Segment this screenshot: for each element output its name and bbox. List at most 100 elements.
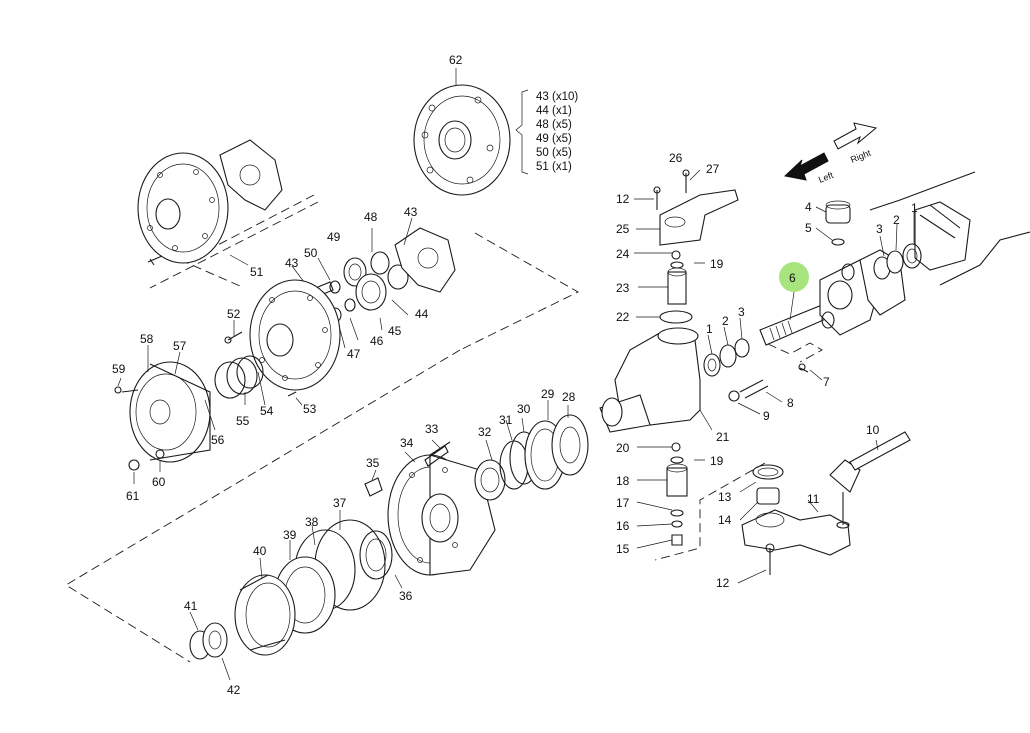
callout-12-lower: 12 bbox=[716, 576, 730, 590]
callout-37: 37 bbox=[333, 496, 347, 510]
callout-11: 11 bbox=[807, 492, 820, 506]
callout-32: 32 bbox=[478, 425, 492, 439]
parts-15-20-kingpin-lower bbox=[636, 442, 705, 549]
parts-28-32-bearings-rings bbox=[474, 400, 589, 501]
callout-61: 61 bbox=[126, 489, 140, 503]
callout-35: 35 bbox=[366, 456, 380, 470]
kit-line-2: 44 (x1) bbox=[536, 105, 572, 117]
callout-53: 53 bbox=[303, 402, 317, 416]
parts-7-9-bolts bbox=[728, 342, 823, 415]
callout-labels: 1 2 3 1 2 3 4 5 6 7 8 9 10 11 12 12 13 1… bbox=[112, 151, 918, 697]
callout-13: 13 bbox=[718, 490, 732, 504]
parts-52-55-seals bbox=[214, 320, 303, 406]
arrow-right-icon bbox=[833, 122, 878, 150]
callout-9: 9 bbox=[763, 409, 770, 423]
callout-16: 16 bbox=[616, 519, 630, 533]
parts-36-40-planet-ring bbox=[234, 510, 403, 656]
callout-17: 17 bbox=[616, 496, 630, 510]
callout-52: 52 bbox=[227, 307, 241, 321]
parts-1-3-seals-left bbox=[703, 317, 750, 377]
callout-21: 21 bbox=[716, 430, 730, 444]
callout-3: 3 bbox=[876, 222, 883, 236]
callout-62: 62 bbox=[449, 53, 463, 67]
callout-25: 25 bbox=[616, 222, 630, 236]
kit-line-4: 49 (x5) bbox=[536, 133, 572, 145]
callout-46: 46 bbox=[370, 334, 384, 348]
callout-50: 50 bbox=[304, 246, 318, 260]
callout-28: 28 bbox=[562, 390, 576, 404]
highlight-leader bbox=[789, 291, 795, 321]
callout-49: 49 bbox=[327, 230, 341, 244]
callout-7: 7 bbox=[823, 375, 830, 389]
part-21-steering-knuckle bbox=[599, 327, 713, 433]
callout-30: 30 bbox=[517, 402, 531, 416]
callout-12-upper: 12 bbox=[616, 192, 630, 206]
callout-6: 6 bbox=[789, 271, 796, 285]
arrow-left-icon bbox=[783, 152, 829, 181]
part-58-cover-plate bbox=[114, 345, 216, 484]
callout-3b: 3 bbox=[738, 305, 745, 319]
part-hub-carrier-middle bbox=[249, 279, 341, 391]
callout-4: 4 bbox=[805, 200, 812, 214]
callout-43-upper: 43 bbox=[404, 205, 418, 219]
callout-23: 23 bbox=[616, 281, 630, 295]
callout-42: 42 bbox=[227, 683, 241, 697]
callout-55: 55 bbox=[236, 414, 250, 428]
callout-24: 24 bbox=[616, 247, 630, 261]
kit-bracket bbox=[515, 89, 529, 175]
callout-48: 48 bbox=[364, 210, 378, 224]
callout-60: 60 bbox=[152, 475, 166, 489]
callout-54: 54 bbox=[260, 404, 274, 418]
callout-26: 26 bbox=[669, 151, 683, 165]
callout-19-upper: 19 bbox=[710, 257, 724, 271]
callout-18: 18 bbox=[616, 474, 630, 488]
callout-38: 38 bbox=[305, 515, 319, 529]
callout-51: 51 bbox=[250, 265, 264, 279]
part-34-wheel-hub bbox=[364, 439, 496, 576]
callout-10: 10 bbox=[866, 423, 880, 437]
kit-line-5: 50 (x5) bbox=[536, 147, 572, 159]
callout-14: 14 bbox=[718, 513, 732, 527]
parts-41-42-nut-washer bbox=[189, 611, 231, 681]
callout-44: 44 bbox=[415, 307, 429, 321]
callout-43-lower: 43 bbox=[285, 256, 299, 270]
callout-1: 1 bbox=[911, 201, 918, 215]
kit-list: 62 43 (x10) 44 (x1) 48 (x5) 49 (x5) 50 (… bbox=[449, 53, 578, 173]
part-62-planet-carrier bbox=[413, 68, 511, 196]
callout-34: 34 bbox=[400, 436, 414, 450]
callout-2b: 2 bbox=[722, 314, 729, 328]
callout-31: 31 bbox=[499, 413, 513, 427]
kit-line-1: 43 (x10) bbox=[536, 91, 578, 103]
left-label: Left bbox=[817, 170, 835, 185]
right-label: Right bbox=[849, 148, 873, 165]
part-51-hub-flange-assembly bbox=[137, 139, 283, 266]
parts-1-3-seals-right bbox=[873, 212, 922, 280]
callout-58: 58 bbox=[140, 332, 154, 346]
callout-33: 33 bbox=[425, 422, 439, 436]
callout-29: 29 bbox=[541, 387, 555, 401]
callout-45: 45 bbox=[388, 324, 402, 338]
callout-20: 20 bbox=[616, 441, 630, 455]
callout-36: 36 bbox=[399, 589, 413, 603]
callout-56: 56 bbox=[211, 433, 225, 447]
callout-59: 59 bbox=[112, 362, 126, 376]
callout-57: 57 bbox=[173, 339, 187, 353]
callout-41: 41 bbox=[184, 599, 198, 613]
callout-19-lower: 19 bbox=[710, 454, 724, 468]
callout-39: 39 bbox=[283, 528, 297, 542]
parts-22-27-kingpin-upper bbox=[634, 169, 739, 324]
axle-housing-right bbox=[869, 171, 1030, 286]
highlight-marker[interactable] bbox=[779, 262, 809, 292]
callout-8: 8 bbox=[787, 396, 794, 410]
kit-line-3: 48 (x5) bbox=[536, 119, 572, 131]
callout-5: 5 bbox=[805, 221, 812, 235]
parts-4-5-bushing bbox=[815, 200, 851, 246]
callout-1b: 1 bbox=[706, 322, 713, 336]
callout-40: 40 bbox=[253, 544, 267, 558]
callout-2: 2 bbox=[893, 213, 900, 227]
callout-22: 22 bbox=[616, 310, 630, 324]
direction-arrows bbox=[783, 122, 878, 181]
callout-27: 27 bbox=[706, 162, 720, 176]
callout-47: 47 bbox=[347, 347, 361, 361]
